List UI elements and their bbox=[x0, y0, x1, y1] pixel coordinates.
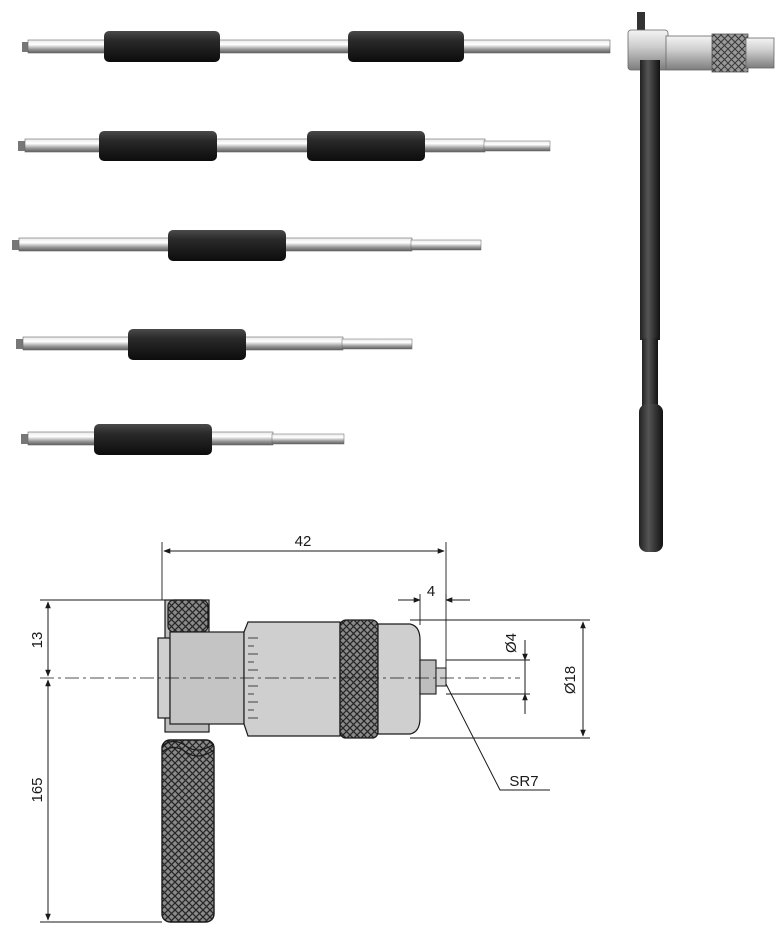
extension-rod-2 bbox=[18, 131, 551, 161]
spindle-length-label: 4 bbox=[427, 583, 435, 600]
extension-rod-1 bbox=[22, 31, 611, 62]
extension-rod-4 bbox=[16, 329, 413, 360]
handle-length-label: 165 bbox=[29, 777, 46, 802]
tip-radius-label: SR7 bbox=[509, 773, 538, 790]
overall-length-label: 42 bbox=[295, 533, 312, 550]
micrometer-head-photo bbox=[627, 12, 775, 552]
head-diameter-label: Ø18 bbox=[562, 666, 579, 694]
extension-rod-3 bbox=[12, 230, 482, 261]
technical-drawing: 42 4 Ø4 Ø18 13 165 SR7 bbox=[29, 533, 590, 923]
extension-rod-5 bbox=[21, 424, 345, 455]
spindle-diameter-label: Ø4 bbox=[503, 633, 520, 653]
handle-offset-label: 13 bbox=[29, 632, 46, 649]
